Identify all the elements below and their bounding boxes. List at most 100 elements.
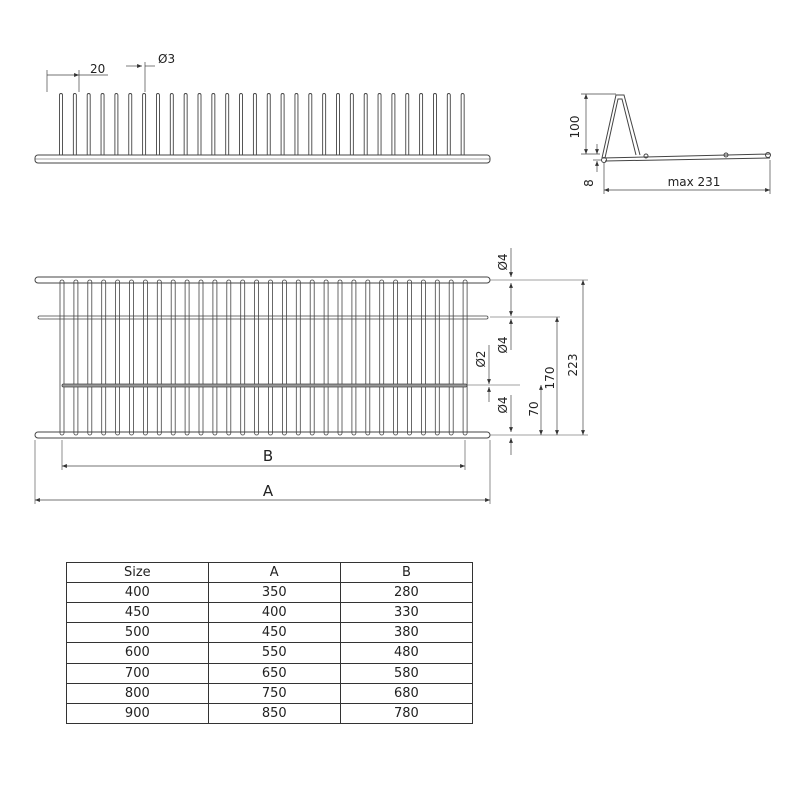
table-row: 600 550 480 bbox=[66, 642, 474, 664]
table-row: 400 350 280 bbox=[66, 581, 474, 604]
top-rod bbox=[323, 279, 329, 436]
top-rod bbox=[212, 279, 218, 436]
side-base-rod-mid bbox=[643, 153, 649, 159]
dim-A-label: A bbox=[263, 482, 274, 500]
rod-second-diameter-label: Ø4 bbox=[496, 336, 510, 353]
side-view bbox=[581, 93, 771, 194]
front-rod bbox=[86, 93, 91, 155]
a-cell: 550 bbox=[207, 642, 341, 664]
front-rod bbox=[377, 93, 382, 155]
top-rod bbox=[462, 279, 468, 436]
front-rod bbox=[419, 93, 424, 155]
dim-223-label: 223 bbox=[566, 354, 580, 377]
front-rod bbox=[308, 93, 313, 155]
dim-B-label: B bbox=[263, 447, 273, 465]
front-rod bbox=[114, 93, 119, 155]
top-rod bbox=[268, 279, 273, 436]
size-table-header-a: A bbox=[207, 562, 341, 583]
top-rod bbox=[434, 279, 440, 436]
front-rod bbox=[433, 93, 437, 155]
b-cell: 780 bbox=[339, 702, 474, 725]
front-rod bbox=[322, 93, 327, 155]
front-rod bbox=[156, 93, 160, 155]
top-view bbox=[34, 248, 588, 504]
a-cell: 350 bbox=[207, 581, 341, 604]
pitch-dimension-label: 20 bbox=[90, 62, 105, 76]
side-base-rod-rear bbox=[723, 152, 729, 158]
rail-second bbox=[37, 315, 489, 320]
a-cell: 750 bbox=[207, 682, 341, 704]
front-rod bbox=[405, 93, 410, 155]
rod-rear-diameter-label: Ø4 bbox=[496, 253, 510, 270]
front-rod bbox=[349, 93, 354, 155]
front-view bbox=[34, 62, 491, 164]
size-table: Size A B 400 350 280 450 400 330 500 450… bbox=[66, 562, 474, 725]
top-rod bbox=[281, 279, 287, 436]
table-row: 450 400 330 bbox=[66, 602, 474, 624]
top-rod bbox=[115, 279, 120, 436]
front-rod bbox=[169, 93, 174, 155]
top-rod bbox=[170, 279, 176, 436]
top-rod bbox=[407, 279, 412, 436]
front-rod bbox=[142, 93, 147, 155]
top-rod bbox=[379, 279, 385, 436]
top-rod bbox=[337, 279, 343, 436]
front-rod bbox=[336, 93, 340, 155]
table-row: 500 450 380 bbox=[66, 622, 474, 644]
top-rod bbox=[87, 279, 93, 436]
top-rod bbox=[448, 279, 454, 436]
b-cell: 480 bbox=[339, 642, 474, 664]
front-rod bbox=[100, 93, 105, 155]
top-rod bbox=[101, 279, 107, 436]
rod-front-diameter-label: Ø4 bbox=[496, 396, 510, 413]
front-rod bbox=[72, 93, 77, 155]
table-row: 800 750 680 bbox=[66, 682, 474, 704]
size-cell: 700 bbox=[66, 662, 209, 684]
front-rod bbox=[294, 93, 299, 155]
size-cell: 450 bbox=[66, 602, 209, 624]
top-rod bbox=[73, 279, 79, 436]
front-rod bbox=[460, 93, 465, 155]
front-vertical-rods bbox=[59, 93, 465, 155]
top-rod bbox=[240, 279, 246, 436]
a-cell: 450 bbox=[207, 622, 341, 644]
top-rod bbox=[226, 279, 232, 436]
dim-70-label: 70 bbox=[527, 401, 541, 416]
front-rod bbox=[59, 93, 63, 155]
side-base-bottom bbox=[604, 157, 771, 162]
b-cell: 380 bbox=[339, 622, 474, 644]
base-label: 8 bbox=[582, 179, 596, 187]
size-table-header-b: B bbox=[339, 562, 474, 583]
rail-middle bbox=[61, 383, 468, 388]
front-rod bbox=[211, 93, 216, 155]
b-cell: 280 bbox=[339, 581, 474, 604]
size-cell: 800 bbox=[66, 682, 209, 704]
size-table-header-size: Size bbox=[66, 562, 209, 583]
side-base-rod-end bbox=[765, 152, 771, 158]
b-cell: 680 bbox=[339, 682, 474, 704]
depth-label: max 231 bbox=[668, 175, 721, 189]
size-cell: 900 bbox=[66, 702, 209, 725]
front-rod bbox=[266, 93, 271, 155]
front-rod bbox=[239, 93, 243, 155]
size-cell: 500 bbox=[66, 622, 209, 644]
front-rod bbox=[363, 93, 368, 155]
front-rod bbox=[252, 93, 257, 155]
b-cell: 330 bbox=[339, 602, 474, 624]
size-table-header-row: Size A B bbox=[66, 562, 474, 583]
a-cell: 650 bbox=[207, 662, 341, 684]
top-rod bbox=[295, 279, 301, 436]
side-base-top bbox=[601, 153, 771, 159]
size-cell: 600 bbox=[66, 642, 209, 664]
side-frame-inner bbox=[604, 98, 637, 159]
height-label: 100 bbox=[568, 116, 582, 139]
wire-diameter-label: Ø3 bbox=[158, 52, 175, 66]
front-rod bbox=[280, 93, 285, 155]
dim-170-label: 170 bbox=[543, 367, 557, 390]
front-rod bbox=[446, 93, 451, 155]
rod-middle-diameter-label: Ø2 bbox=[474, 350, 488, 367]
top-rod bbox=[254, 279, 260, 436]
top-rod bbox=[393, 279, 399, 436]
